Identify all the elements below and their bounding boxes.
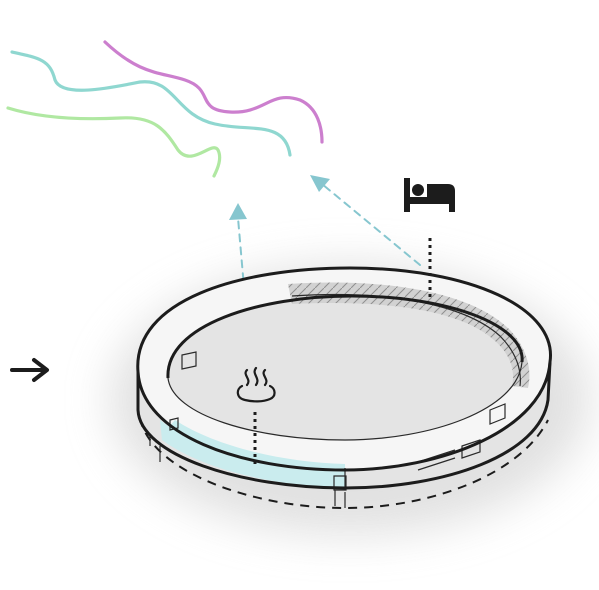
wave-magenta	[103, 40, 324, 144]
flow-arrow-spa	[229, 203, 250, 346]
flow-arrowhead-rest	[310, 175, 330, 192]
ring-rim-edge	[136, 361, 552, 472]
bed-icon	[404, 178, 455, 212]
wave-teal	[10, 50, 292, 157]
flow-arrow-rest	[310, 175, 421, 266]
rest-gallery-hatch	[288, 282, 530, 388]
hot-spring-icon	[236, 366, 276, 403]
arrow-right-icon	[10, 358, 49, 382]
spa-zone	[160, 420, 345, 488]
ground-footprint-dashed	[139, 417, 549, 510]
wave-green	[6, 106, 222, 178]
flow-arrowhead-spa	[229, 203, 247, 220]
spa-zone-top	[168, 420, 345, 472]
